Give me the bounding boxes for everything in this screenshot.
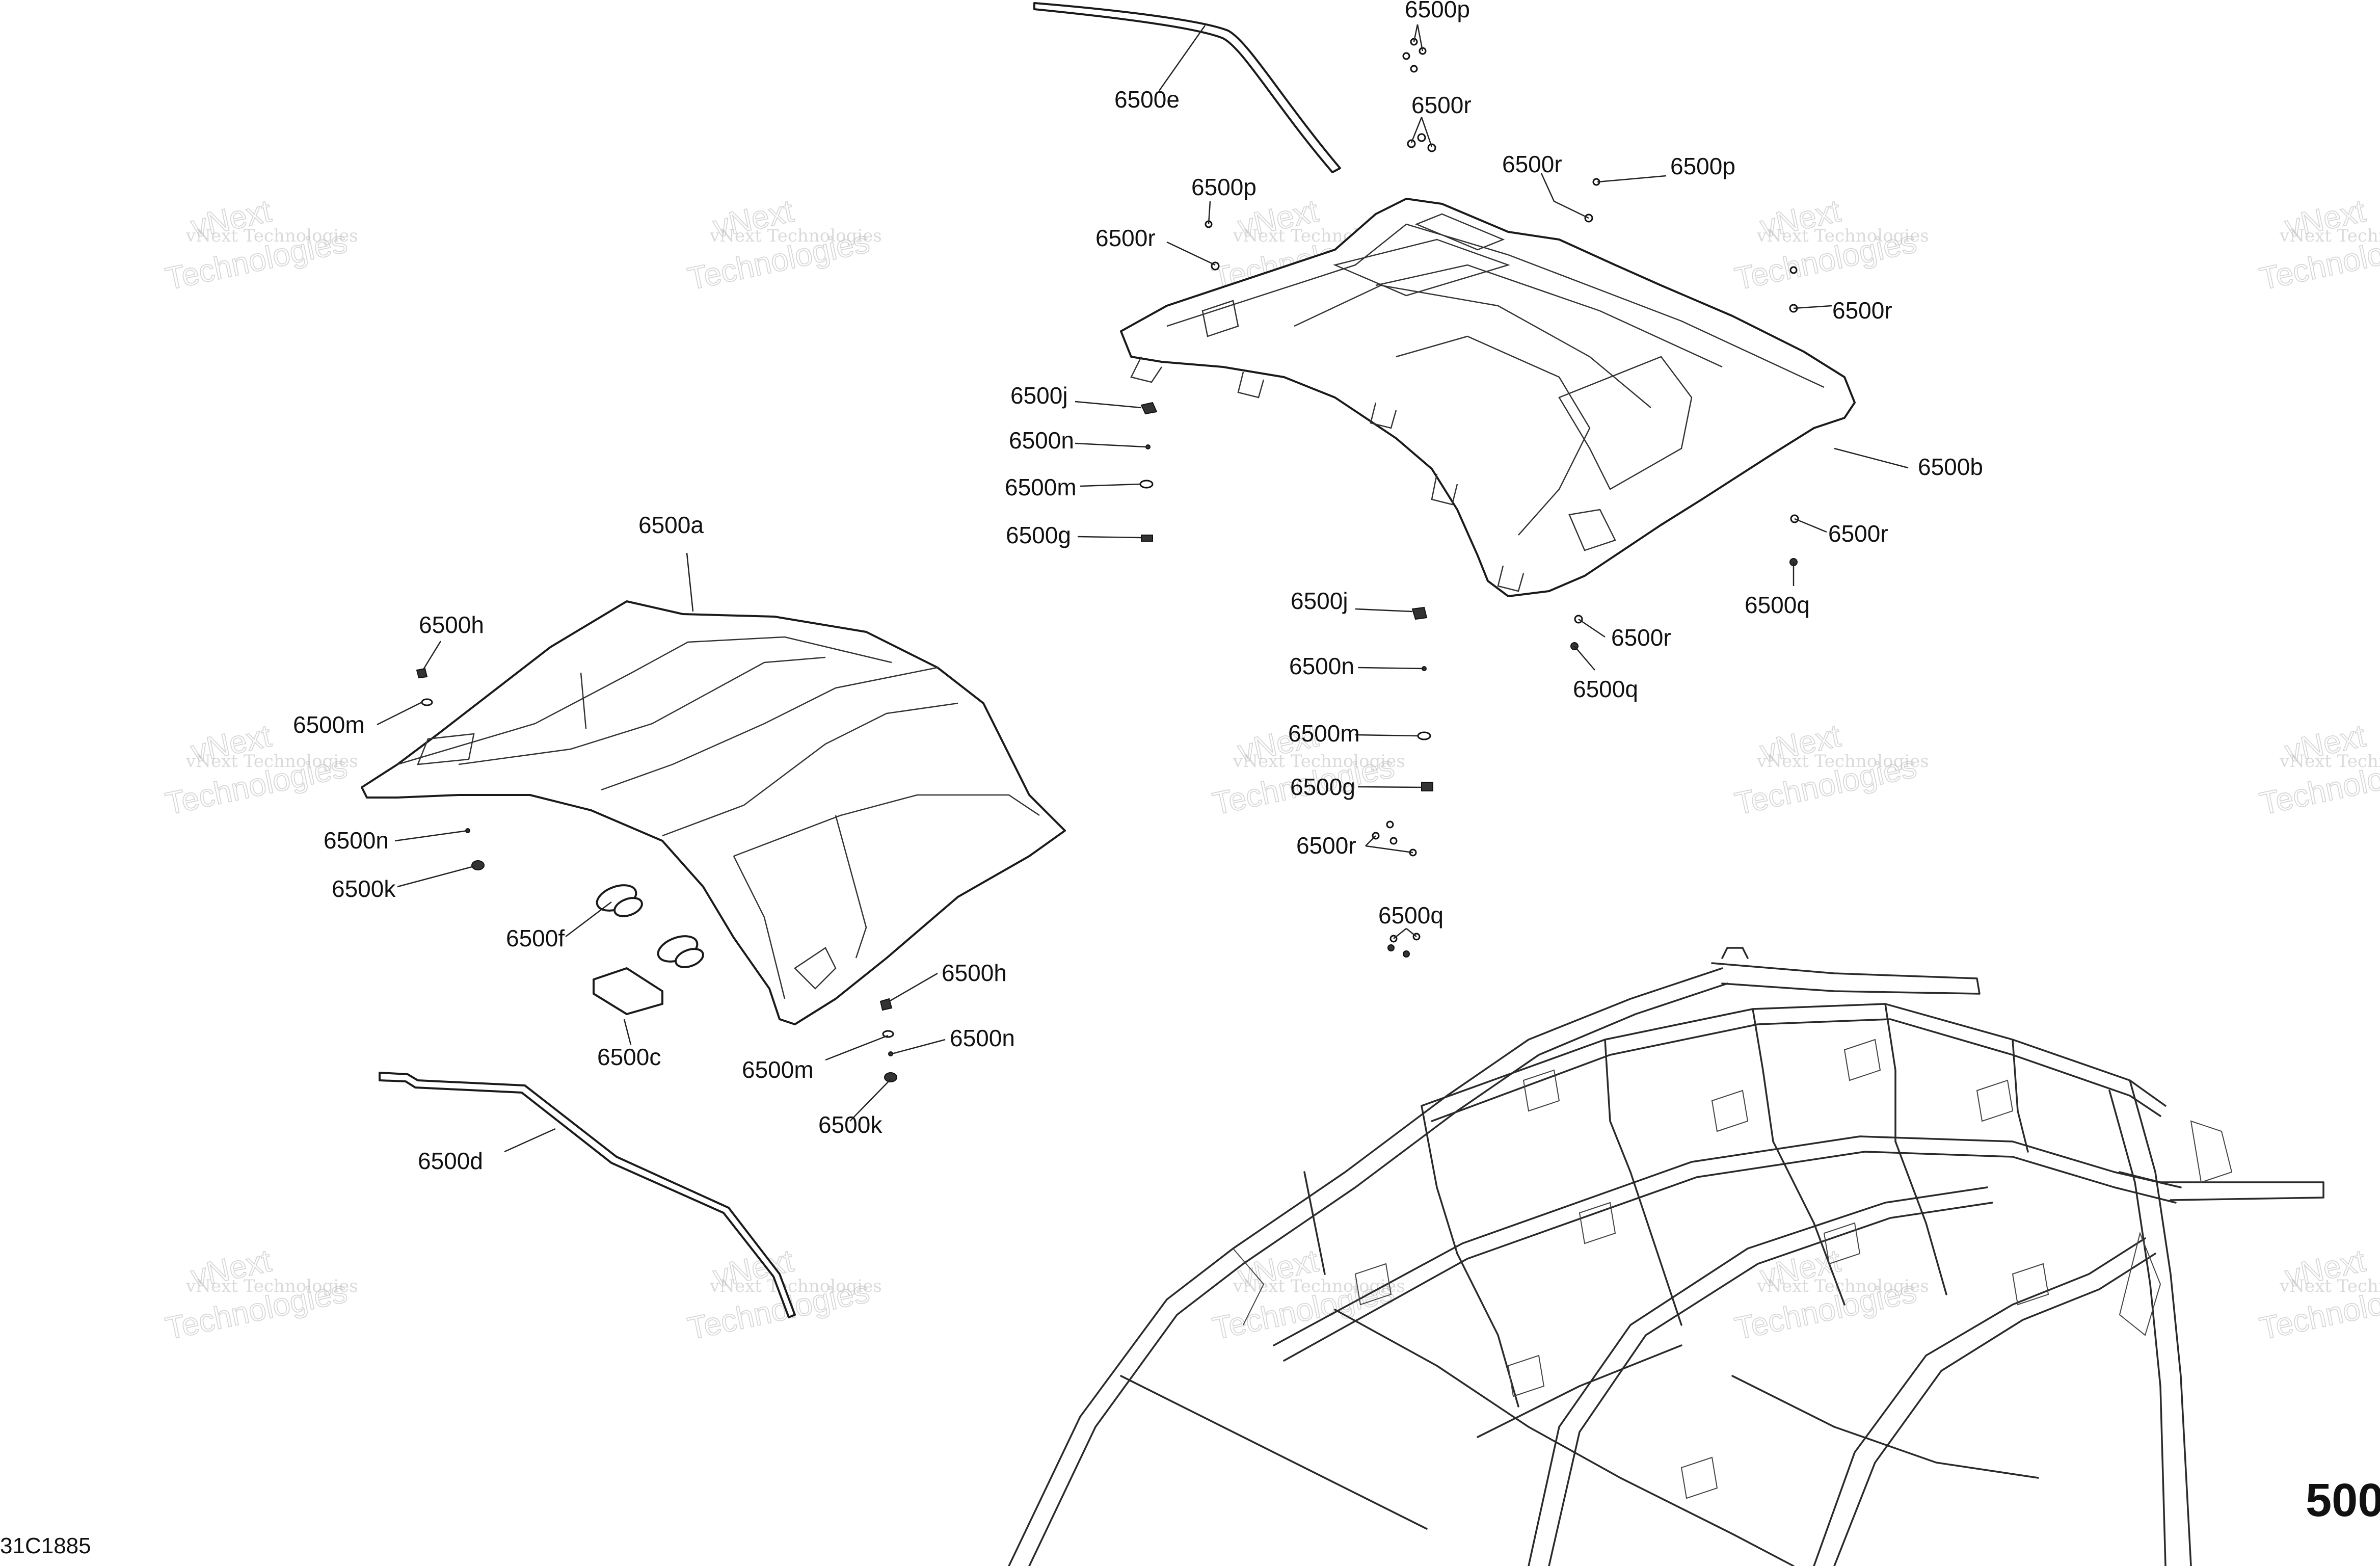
label-6500k: 6500k bbox=[818, 1111, 883, 1138]
callout-labels: 6500p 6500e 6500r 6500r 6500p 6500p 6500… bbox=[293, 0, 1983, 1174]
watermark: vNext Technologies bbox=[185, 751, 358, 772]
label-6500m: 6500m bbox=[1005, 474, 1077, 500]
label-6500n: 6500n bbox=[1009, 427, 1074, 454]
watermark: vNext Technologies bbox=[1233, 751, 1405, 772]
label-6500j: 6500j bbox=[1010, 382, 1068, 409]
label-6500n: 6500n bbox=[1289, 653, 1354, 679]
watermark: vNext Technologies bbox=[2279, 226, 2380, 246]
label-6500q: 6500q bbox=[1378, 902, 1443, 928]
leader-lines bbox=[377, 24, 1909, 1153]
label-6500m: 6500m bbox=[742, 1056, 814, 1083]
page-number: 500 bbox=[2306, 1474, 2380, 1526]
watermark: vNext Technologies bbox=[709, 226, 882, 246]
watermark: vNext Technologies bbox=[185, 226, 358, 246]
label-6500b: 6500b bbox=[1918, 454, 1983, 480]
label-6500f: 6500f bbox=[506, 925, 565, 951]
watermark: vNext Technologies bbox=[1233, 1276, 1405, 1296]
label-6500a: 6500a bbox=[638, 512, 704, 538]
label-6500d: 6500d bbox=[418, 1148, 483, 1174]
label-6500r: 6500r bbox=[1095, 225, 1156, 251]
label-6500m: 6500m bbox=[1288, 720, 1360, 747]
hardware bbox=[416, 38, 1799, 1082]
label-6500q: 6500q bbox=[1573, 676, 1638, 702]
label-6500r: 6500r bbox=[1502, 151, 1562, 177]
label-6500r: 6500r bbox=[1411, 92, 1472, 118]
watermark: vNext Technologies bbox=[709, 1276, 882, 1296]
label-6500p: 6500p bbox=[1191, 174, 1256, 200]
watermark: vNext Technologies bbox=[1756, 751, 1929, 772]
watermark: vNext Technologies bbox=[2279, 1276, 2380, 1296]
label-6500r: 6500r bbox=[1828, 520, 1888, 547]
label-6500q: 6500q bbox=[1745, 592, 1810, 618]
label-6500j: 6500j bbox=[1291, 588, 1348, 614]
watermark: vNext Technologies bbox=[1756, 1276, 1929, 1296]
watermark: vNext Technologies bbox=[185, 1276, 358, 1296]
label-6500e: 6500e bbox=[1114, 86, 1180, 113]
roll-cage-frame bbox=[1008, 947, 2324, 1566]
label-6500k: 6500k bbox=[332, 875, 396, 902]
label-6500h: 6500h bbox=[419, 612, 484, 638]
label-6500p: 6500p bbox=[1670, 153, 1735, 179]
part-6500d-rod[interactable] bbox=[379, 1072, 796, 1318]
label-6500r: 6500r bbox=[1296, 832, 1356, 859]
part-6500a-roof-panel[interactable] bbox=[361, 600, 1066, 1025]
label-6500n: 6500n bbox=[324, 827, 389, 854]
label-6500m: 6500m bbox=[293, 711, 365, 738]
label-6500h: 6500h bbox=[942, 960, 1007, 986]
watermark: vNext Technologies bbox=[1756, 226, 1929, 246]
figure-code: 31C1885 bbox=[0, 1533, 91, 1558]
label-6500c: 6500c bbox=[597, 1044, 661, 1070]
label-6500g: 6500g bbox=[1006, 522, 1071, 548]
part-6500e-rod[interactable] bbox=[1033, 2, 1341, 173]
label-6500r: 6500r bbox=[1611, 624, 1671, 651]
part-6500f-grommets[interactable] bbox=[594, 881, 706, 971]
label-6500n: 6500n bbox=[950, 1025, 1015, 1051]
part-6500c-pad[interactable] bbox=[593, 967, 663, 1015]
label-6500r: 6500r bbox=[1832, 297, 1892, 324]
part-6500b-roof-panel[interactable] bbox=[1120, 198, 1856, 597]
watermark: vNext Technologies bbox=[2279, 751, 2380, 772]
label-6500g: 6500g bbox=[1290, 774, 1355, 800]
label-6500p: 6500p bbox=[1405, 0, 1470, 22]
